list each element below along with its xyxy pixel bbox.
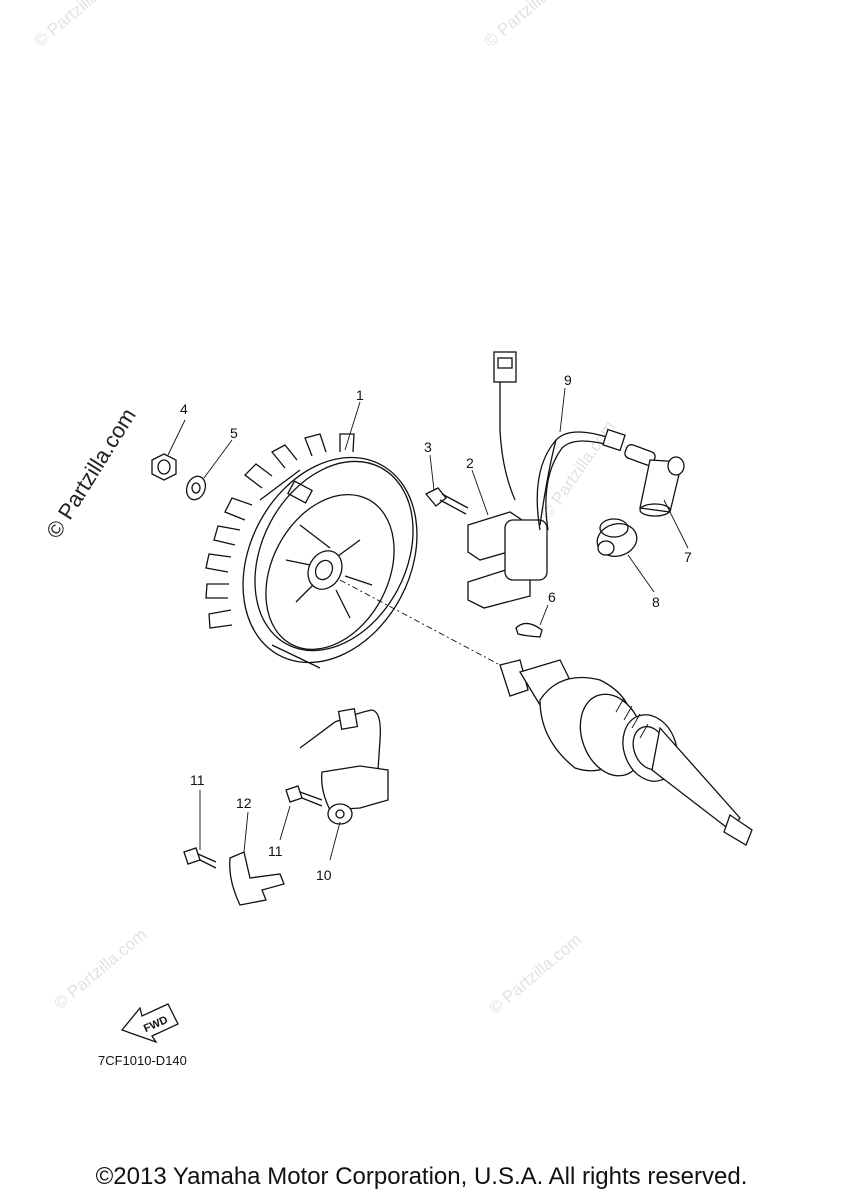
high-tension-lead-icon [536,428,626,531]
copyright-notice: ©2013 Yamaha Motor Corporation, U.S.A. A… [95,1163,748,1190]
nut-icon [151,453,177,481]
grommet-icon [596,518,638,557]
callout-9: 9 [564,372,572,388]
callout-10: 10 [316,867,332,883]
watermark-top-left: © Partzilla.com [30,0,130,51]
leader-lines [167,387,689,861]
pulser-coil-icon [299,707,389,825]
bolt-icon [183,847,217,869]
callout-3: 3 [424,439,432,455]
callout-11b: 11 [268,843,283,859]
bolt-icon [424,487,469,515]
callout-1: 1 [356,387,364,403]
callout-5: 5 [230,425,238,441]
watermark-bottom-left: © Partzilla.com [50,925,150,1013]
callouts: 1 2 3 4 5 6 7 8 9 10 11 11 12 [180,372,692,883]
washer-icon [185,475,207,501]
watermark-bottom-right: © Partzilla.com [485,930,585,1018]
crankshaft-icon [499,659,753,846]
callout-11a: 11 [190,772,205,788]
callout-12: 12 [236,795,252,811]
bolt-icon [285,785,323,807]
woodruff-key-icon [515,622,543,638]
callout-8: 8 [652,594,660,610]
ignition-coil-icon [467,351,557,609]
part-number: 7CF1010-D140 [98,1053,187,1068]
fwd-arrow-icon: FWD [120,1003,179,1044]
callout-2: 2 [466,455,474,471]
callout-7: 7 [684,549,692,565]
callout-4: 4 [180,401,188,417]
watermark-left-dark: © Partzilla.com [41,404,141,543]
callout-6: 6 [548,589,556,605]
bracket-icon [229,851,285,906]
spark-plug-cap-icon [624,444,685,517]
flywheel-rotor-icon [205,433,418,669]
watermark-top-right: © Partzilla.com [480,0,580,51]
